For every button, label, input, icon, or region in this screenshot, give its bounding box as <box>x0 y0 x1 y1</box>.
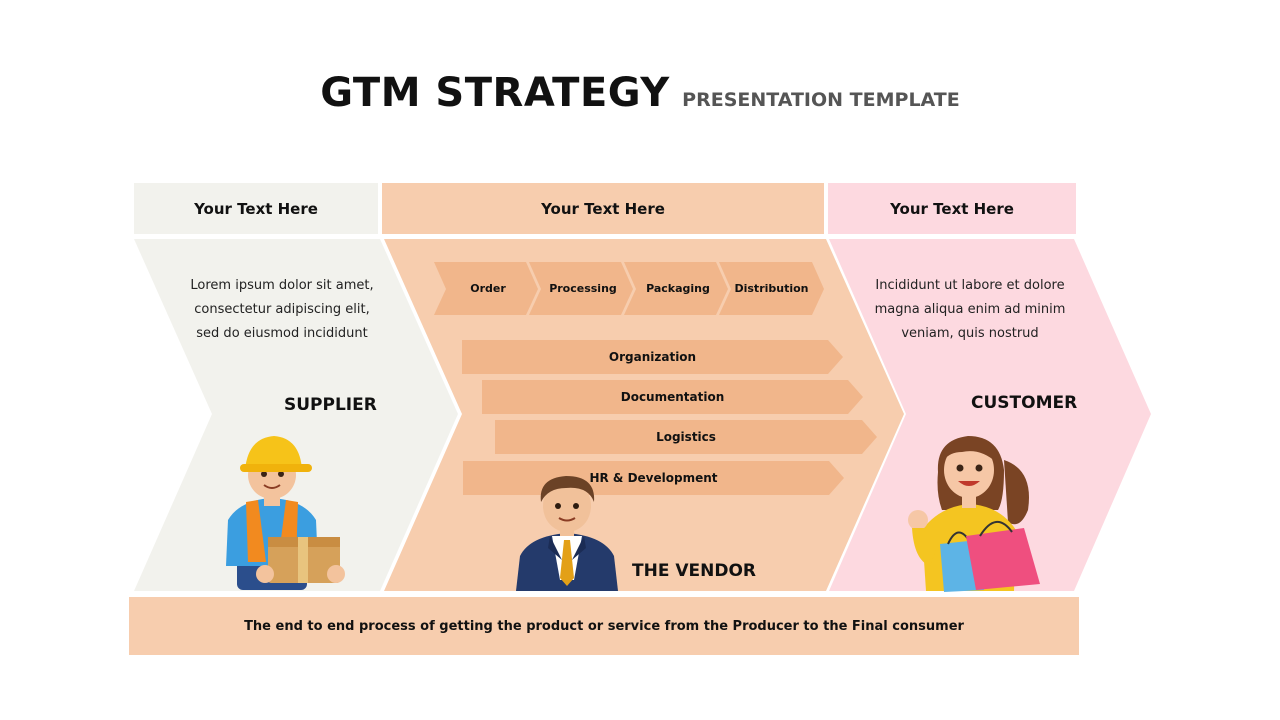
bar-logistics-shape <box>495 420 877 454</box>
function-logistics: Logistics <box>656 430 716 444</box>
step-processing-shape <box>529 262 633 315</box>
title-main: GTM STRATEGY <box>320 70 670 116</box>
vendor-illustration <box>516 476 618 591</box>
supplier-chevron <box>134 239 458 591</box>
customer-chevron <box>829 239 1151 591</box>
function-hr-development: HR & Development <box>589 471 718 485</box>
step-packaging-shape <box>624 262 728 315</box>
customer-text-line: veniam, quis nostrud <box>901 326 1039 341</box>
footer-summary: The end to end process of getting the pr… <box>129 597 1079 655</box>
step-packaging: Packaging <box>646 282 710 295</box>
step-order: Order <box>470 282 506 295</box>
vendor-label: THE VENDOR <box>632 561 757 581</box>
customer-description: Incididunt ut labore et dolore magna ali… <box>856 274 1084 346</box>
supplier-header: Your Text Here <box>134 183 378 234</box>
function-documentation: Documentation <box>620 390 725 404</box>
step-order-shape <box>434 262 538 315</box>
supplier-text-line: Lorem ipsum dolor sit amet, <box>190 278 374 293</box>
function-organization: Organization <box>608 350 697 364</box>
step-distribution: Distribution <box>734 282 809 295</box>
bar-organization-shape <box>462 340 843 374</box>
customer-label: CUSTOMER <box>971 393 1078 413</box>
slide-title: GTM STRATEGY PRESENTATION TEMPLATE <box>0 70 1280 116</box>
title-subtitle: PRESENTATION TEMPLATE <box>682 89 960 111</box>
step-processing: Processing <box>549 282 617 295</box>
customer-header: Your Text Here <box>828 183 1076 234</box>
supplier-label: SUPPLIER <box>284 395 377 415</box>
supplier-text-line: sed do eiusmod incididunt <box>196 326 368 341</box>
vendor-header: Your Text Here <box>382 183 824 234</box>
supplier-description: Lorem ipsum dolor sit amet, consectetur … <box>168 274 396 346</box>
bar-documentation-shape <box>482 380 863 414</box>
customer-text-line: Incididunt ut labore et dolore <box>875 278 1065 293</box>
step-distribution-shape <box>719 262 824 315</box>
supplier-text-line: consectetur adipiscing elit, <box>194 302 370 317</box>
supplier-illustration <box>226 436 345 590</box>
customer-illustration <box>908 436 1040 592</box>
customer-text-line: magna aliqua enim ad minim <box>874 302 1066 317</box>
vendor-chevron <box>384 239 904 591</box>
